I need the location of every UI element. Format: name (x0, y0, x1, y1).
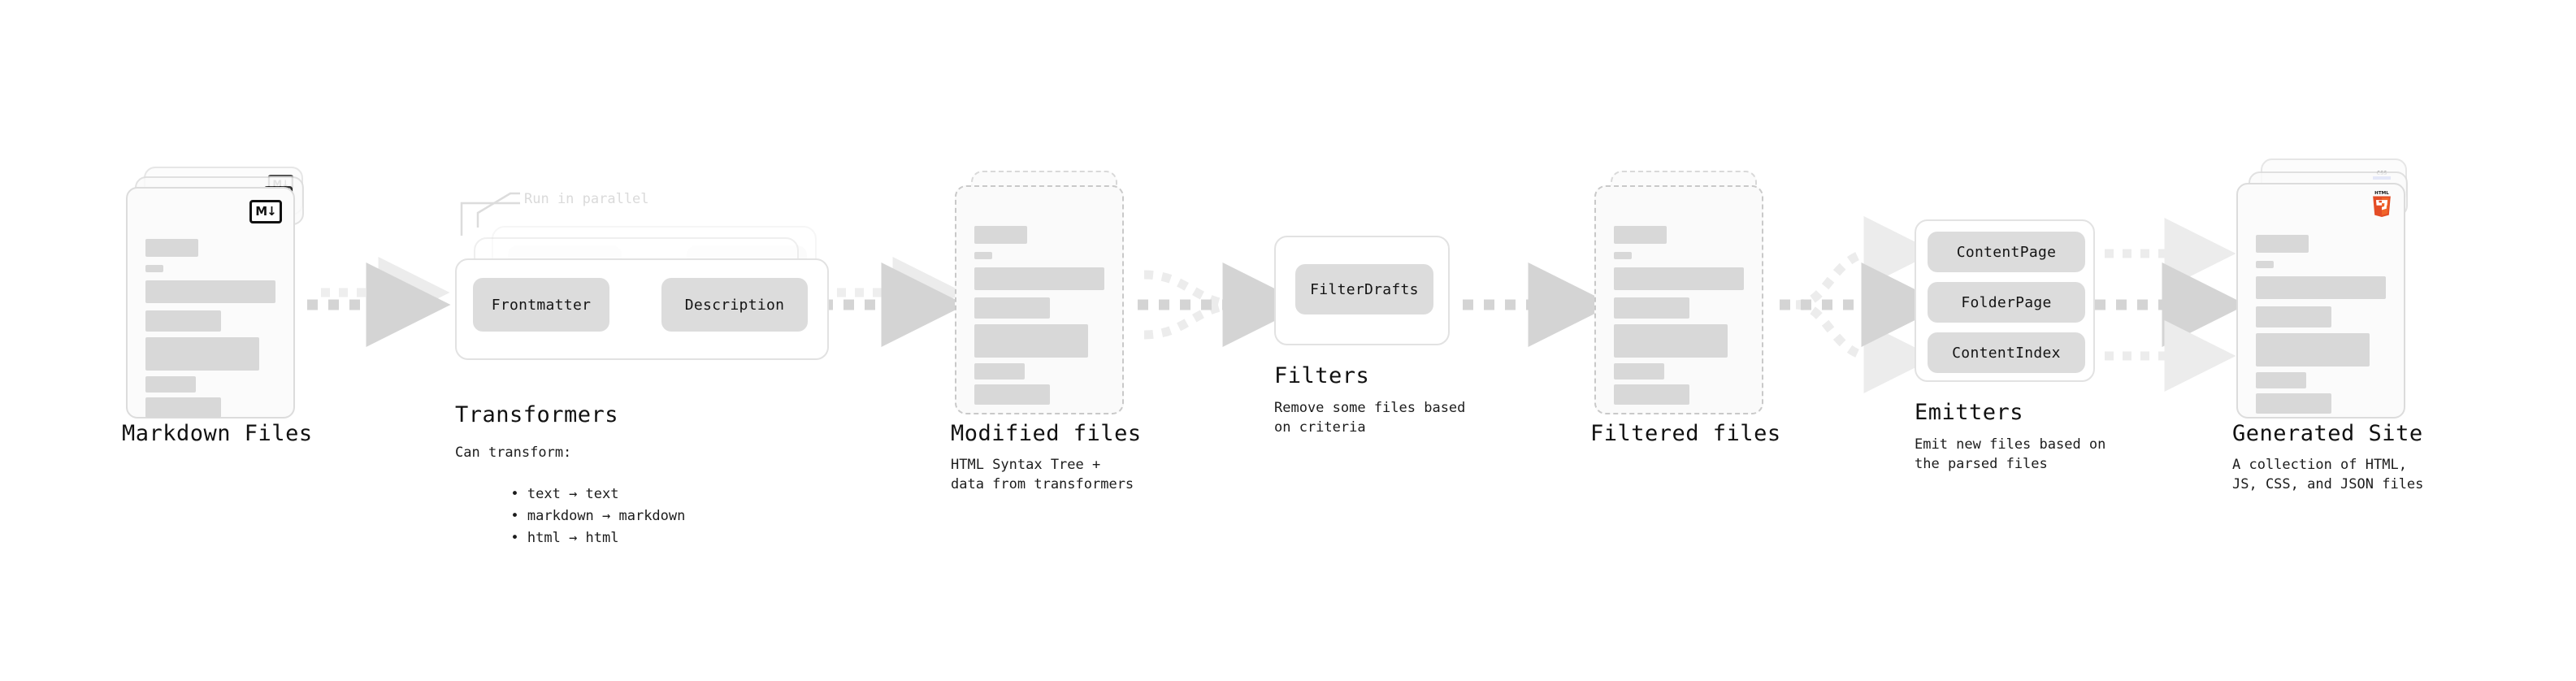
skeleton-bar (2256, 393, 2331, 414)
stage-title-transformers: Transformers (455, 402, 619, 427)
skeleton-bar (2256, 372, 2306, 388)
skeleton-bar (2256, 306, 2331, 327)
filters-box[interactable]: FilterDrafts (1274, 236, 1450, 345)
skeleton-bar (2256, 261, 2274, 268)
bullet-text: text → text (527, 486, 619, 502)
html5-badge: HTML (2373, 191, 2391, 218)
modified-files-description: HTML Syntax Tree + data from transformer… (951, 457, 1134, 492)
stage-modified-files: Modified files HTML Syntax Tree + data f… (951, 171, 1142, 492)
svg-text:HTML: HTML (2374, 191, 2389, 196)
markdown-badge: M↓ (249, 200, 282, 223)
transformers-bullet-1: • markdown → markdown (461, 487, 685, 545)
modified-card-front (955, 185, 1124, 414)
bullet-text: html → html (527, 530, 619, 546)
skeleton-bar (2256, 235, 2309, 253)
skeleton-bar (1614, 226, 1667, 244)
transformers-bullet-0: • text → text (461, 465, 619, 523)
filtered-card-front (1594, 185, 1763, 414)
skeleton-bar (974, 384, 1050, 405)
run-in-parallel-label: Run in parallel (524, 191, 649, 207)
stage-title-markdown-files: Markdown Files (122, 421, 313, 446)
stage-title-emitters: Emitters (1915, 400, 2024, 425)
skeleton-bar (974, 297, 1050, 319)
arrow-transformers-to-modified (822, 257, 966, 347)
skeleton-bar (2256, 276, 2386, 299)
stage-generated-site: CSS HTML (2232, 158, 2431, 492)
transformers-description: Can transform: (455, 445, 572, 461)
skeleton-bar (1614, 297, 1689, 319)
skeleton-bar (2256, 333, 2370, 367)
skeleton-bar (1614, 384, 1689, 405)
transformers-bullet-2: • html → html (461, 509, 619, 567)
markdown-card-front: M↓ (126, 187, 295, 419)
stage-title-filtered-files: Filtered files (1590, 421, 1781, 446)
transformer-item-description[interactable]: Description (661, 278, 808, 332)
markdown-card-stack: M↓ M↓ M↓ (126, 167, 321, 419)
skeleton-bar (145, 337, 259, 371)
skeleton-bar (1614, 324, 1728, 358)
skeleton-bar (145, 310, 221, 332)
filter-item-filterdrafts[interactable]: FilterDrafts (1295, 264, 1433, 314)
emitter-item-folderpage[interactable]: FolderPage (1928, 282, 2085, 323)
emitters-description: Emit new files based on the parsed files (1915, 436, 2106, 472)
site-card-front-html: HTML (2236, 183, 2405, 419)
stage-title-filters: Filters (1274, 363, 1370, 388)
arrow-filtered-to-emitters (1780, 216, 1946, 393)
skeleton-bar (1614, 363, 1664, 380)
stage-filtered-files: Filtered files (1590, 171, 1781, 446)
stage-title-generated-site: Generated Site (2232, 421, 2423, 446)
filters-description: Remove some files based on criteria (1274, 400, 1466, 436)
skeleton-bar (974, 252, 992, 259)
bullet-dot: • (510, 486, 527, 502)
modified-card-stack (955, 171, 1142, 414)
bullet-dot: • (510, 530, 527, 546)
transformer-box-front[interactable]: Frontmatter Description (455, 258, 829, 360)
skeleton-bar (974, 363, 1025, 380)
site-card-stack: CSS HTML (2236, 158, 2431, 419)
arrow-modified-to-filters (1138, 262, 1308, 347)
skeleton-bar (145, 376, 196, 393)
emitters-box[interactable]: ContentPage FolderPage ContentIndex (1915, 219, 2095, 382)
skeleton-bar (145, 239, 198, 257)
skeleton-bar (145, 397, 221, 418)
skeleton-bar (145, 280, 275, 303)
transformer-item-frontmatter[interactable]: Frontmatter (473, 278, 609, 332)
skeleton-bar (974, 226, 1027, 244)
skeleton-bar (974, 267, 1104, 290)
skeleton-bar (974, 324, 1088, 358)
generated-site-description: A collection of HTML, JS, CSS, and JSON … (2232, 457, 2424, 492)
emitter-item-contentindex[interactable]: ContentIndex (1928, 332, 2085, 373)
arrow-emitters-to-site (2095, 218, 2247, 392)
bullet-dot: • (510, 508, 527, 524)
skeleton-bar (1614, 267, 1744, 290)
emitter-item-contentpage[interactable]: ContentPage (1928, 232, 2085, 272)
filtered-card-stack (1594, 171, 1781, 414)
stage-title-modified-files: Modified files (951, 421, 1142, 446)
bullet-text: markdown → markdown (527, 508, 686, 524)
skeleton-bar (1614, 252, 1632, 259)
stage-markdown-files: M↓ M↓ M↓ Markdown Files (122, 167, 321, 446)
skeleton-bar (145, 265, 163, 272)
